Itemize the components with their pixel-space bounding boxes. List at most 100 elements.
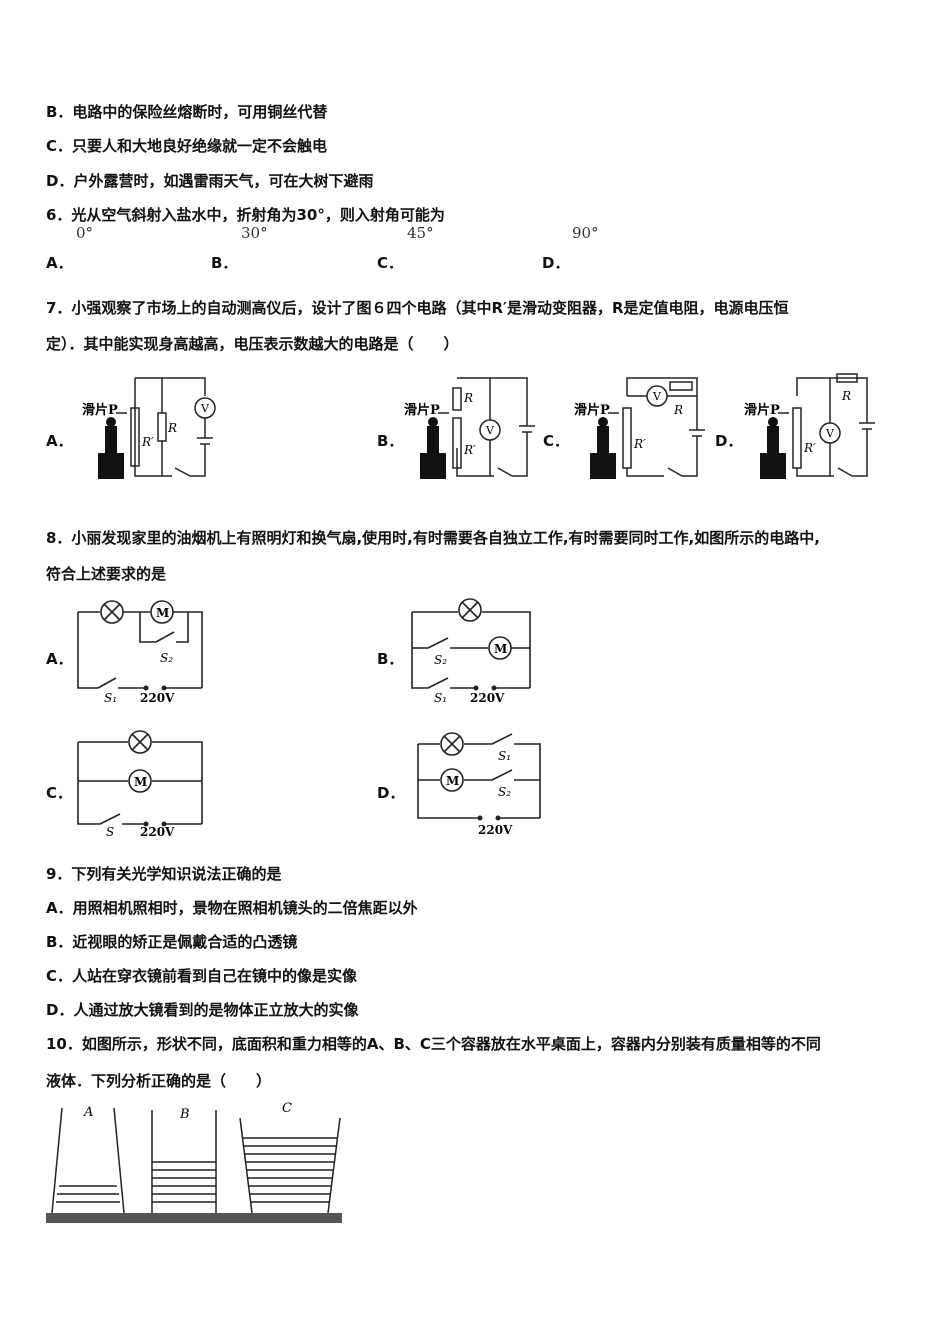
terminal xyxy=(477,815,483,821)
resistor-label: R xyxy=(673,403,683,417)
q10-stem-2: 液体．下列分析正确的是（ ） xyxy=(46,1072,272,1090)
motor-symbol: M xyxy=(156,606,169,620)
rheostat-label: R′ xyxy=(633,437,646,451)
q8-circuit-a: M S₂ S₁ 220V xyxy=(77,600,203,705)
q8-stem-2: 符合上述要求的是 xyxy=(46,565,167,583)
terminal xyxy=(495,815,501,821)
q7-label-b: B． xyxy=(377,432,404,450)
q6-options: A． 0° B． 30° C． 45° D． 90° xyxy=(46,224,666,273)
q7-stem-2: 定）．其中能实现身高越高，电压表示数越大的电路是（ ） xyxy=(46,335,459,353)
base-block xyxy=(590,453,616,479)
voltage-label: 220V xyxy=(140,825,175,839)
container-b-label: B xyxy=(179,1107,190,1122)
resistor-label: R xyxy=(463,391,473,405)
terminal xyxy=(143,821,149,827)
terminal xyxy=(161,685,167,691)
voltmeter-symbol: V xyxy=(652,390,662,403)
person-figure xyxy=(427,426,439,454)
option-value: 45° xyxy=(407,224,434,242)
table-surface xyxy=(46,1213,342,1223)
voltage-label: 220V xyxy=(140,691,175,705)
q6-option: D． 90° xyxy=(542,224,599,273)
voltage-label: 220V xyxy=(478,823,513,837)
option-letter: B． xyxy=(211,254,238,272)
rheostat-label: R′ xyxy=(141,435,154,449)
q5-option-b: B．电路中的保险丝熔断时，可用铜丝代替 xyxy=(46,103,328,121)
terminal xyxy=(143,685,149,691)
slider-label: 滑片P xyxy=(574,402,610,418)
container-a-label: A xyxy=(83,1105,93,1120)
base-block xyxy=(98,453,124,479)
terminal xyxy=(491,685,497,691)
slider-label: 滑片P xyxy=(744,402,780,418)
q5-option-d: D．户外露营时，如遇雷雨天气，可在大树下避雨 xyxy=(46,172,374,190)
q6-option: B． 30° xyxy=(211,224,268,273)
person-head xyxy=(428,417,438,427)
base-block xyxy=(420,453,446,479)
q9-option-b: B．近视眼的矫正是佩戴合适的凸透镜 xyxy=(46,933,298,951)
slider-label: 滑片P xyxy=(82,402,118,418)
q7-circuit-c: V R R′ 滑片P xyxy=(574,377,705,479)
q9-option-c: C．人站在穿衣镜前看到自己在镜中的像是实像 xyxy=(46,967,358,985)
switch-label: S₂ xyxy=(498,785,511,799)
container-a-liquid xyxy=(56,1185,120,1203)
motor-symbol: M xyxy=(134,775,147,789)
q8-circuit-d: M S₁ S₂ 220V xyxy=(417,732,541,837)
motor-symbol: M xyxy=(446,774,459,788)
resistor-label: R xyxy=(841,389,851,403)
option-letter: D． xyxy=(542,254,570,272)
switch-label: S₁ xyxy=(498,749,511,763)
q7-label-a: A． xyxy=(46,432,73,450)
container-c-right-wall xyxy=(327,1117,341,1214)
q8-label-c: C． xyxy=(46,784,73,802)
option-value: 90° xyxy=(572,224,599,242)
q8-circuit-b: M S₂ S₁ 220V xyxy=(411,598,531,705)
q10-stem-1: 10．如图所示，形状不同，底面积和重力相等的A、B、C三个容器放在水平桌面上，容… xyxy=(46,1035,821,1053)
terminal xyxy=(161,821,167,827)
slider-label: 滑片P xyxy=(404,402,440,418)
q7-circuit-a: V R R′ 滑片P xyxy=(82,377,216,479)
container-c-left-wall xyxy=(239,1117,253,1214)
container-a-left-wall xyxy=(51,1107,63,1214)
switch-label: S₂ xyxy=(160,651,173,665)
q6-stem: 6．光从空气斜射入盐水中，折射角为30°，则入射角可能为 xyxy=(46,206,445,224)
option-letter: A． xyxy=(46,254,73,272)
rheostat-label: R′ xyxy=(463,443,476,457)
q7-circuit-d: V R R′ 滑片P xyxy=(744,373,875,479)
voltmeter-symbol: V xyxy=(200,402,210,415)
person-head xyxy=(106,417,116,427)
q8-label-a: A． xyxy=(46,650,73,668)
voltmeter-symbol: V xyxy=(485,424,495,437)
switch-label: S₂ xyxy=(434,653,447,667)
person-figure xyxy=(597,426,609,454)
q7-stem-1: 7．小强观察了市场上的自动测高仪后，设计了图６四个电路（其中R′是滑动变阻器，R… xyxy=(46,299,789,317)
option-value: 30° xyxy=(241,224,268,242)
q8-circuit-c: M S 220V xyxy=(77,730,203,839)
container-c-label: C xyxy=(282,1101,292,1116)
q8-label-b: B． xyxy=(377,650,404,668)
q8-stem-1: 8．小丽发现家里的油烟机上有照明灯和换气扇,使用时,有时需要各自独立工作,有时需… xyxy=(46,529,820,547)
motor-symbol: M xyxy=(494,642,507,656)
q5-option-c: C．只要人和大地良好绝缘就一定不会触电 xyxy=(46,137,328,155)
container-c-liquid xyxy=(242,1137,338,1203)
person-figure xyxy=(105,426,117,454)
base-block xyxy=(760,453,786,479)
q9-option-d: D．人通过放大镜看到的是物体正立放大的实像 xyxy=(46,1001,359,1019)
q10-containers-figure: A B C xyxy=(46,1101,342,1223)
resistor-label: R xyxy=(167,421,177,435)
q7-label-c: C． xyxy=(543,432,570,450)
voltmeter-symbol: V xyxy=(825,427,835,440)
rheostat-label: R′ xyxy=(803,441,816,455)
q8-label-d: D． xyxy=(377,784,405,802)
option-value: 0° xyxy=(76,224,94,242)
q6-option: C． 45° xyxy=(377,224,434,273)
q7-circuit-b: V R R′ 滑片P xyxy=(404,377,535,479)
q9-option-a: A．用照相机照相时，景物在照相机镜头的二倍焦距以外 xyxy=(46,899,418,917)
person-head xyxy=(598,417,608,427)
option-letter: C． xyxy=(377,254,404,272)
container-a-right-wall xyxy=(113,1107,125,1214)
q6-option: A． 0° xyxy=(46,224,93,273)
container-b-liquid xyxy=(152,1161,216,1203)
switch-label: S₁ xyxy=(434,691,447,705)
